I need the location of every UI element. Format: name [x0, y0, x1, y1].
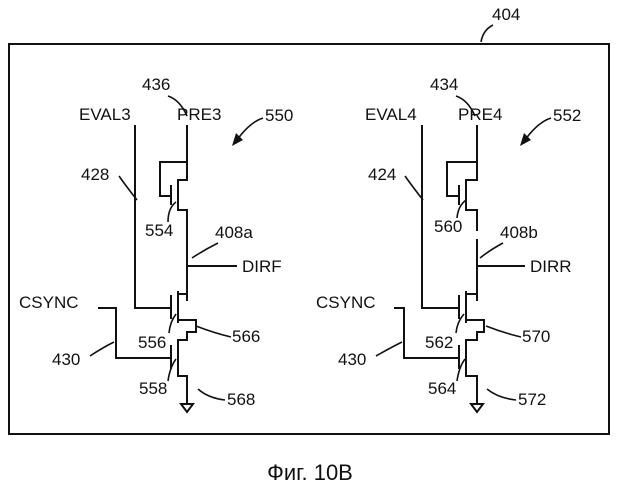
left-bottom-transistor	[171, 338, 187, 404]
right-csync-ref-leader	[376, 342, 402, 356]
right-eval-ref-leader	[405, 176, 423, 200]
left-node-leader	[192, 243, 218, 258]
frame-ref-leader	[481, 25, 493, 42]
left-node-ref: 408a	[215, 223, 253, 242]
left-middle-transistor-ref: 556	[138, 333, 166, 352]
left-cell-arrow	[237, 118, 263, 140]
right-cell: 434 PRE4 EVAL4 552 424 560 408b DIRR CSY…	[316, 75, 581, 412]
left-eval-ref: 428	[81, 165, 109, 184]
left-pre-signal: PRE3	[177, 105, 221, 124]
figure-caption: Фиг. 10B	[267, 460, 353, 485]
right-pre-ref: 434	[430, 75, 458, 94]
left-csync-signal: CSYNC	[19, 293, 79, 312]
right-top-transistor-ref: 560	[434, 217, 462, 236]
left-csync-ref-leader	[90, 342, 114, 356]
left-pre-ref: 436	[142, 75, 170, 94]
left-ground-leader	[198, 389, 225, 400]
left-middle-wire-leader	[196, 326, 231, 337]
right-output-signal: DIRR	[530, 257, 572, 276]
right-middle-wire-ref: 570	[522, 327, 550, 346]
right-node-leader	[480, 243, 503, 258]
left-eval-signal: EVAL3	[79, 105, 131, 124]
right-middle-wire-leader	[486, 326, 521, 337]
left-ground-symbol	[181, 404, 193, 412]
left-ground-ref: 568	[227, 390, 255, 409]
right-ground-ref: 572	[518, 390, 546, 409]
right-cell-ref: 552	[553, 106, 581, 125]
right-eval-ref: 424	[368, 165, 396, 184]
right-pre-signal: PRE4	[458, 105, 502, 124]
left-csync-ref: 430	[52, 350, 80, 369]
left-eval-line	[135, 126, 171, 308]
right-cell-arrow	[525, 118, 551, 140]
left-cell-ref: 550	[265, 106, 293, 125]
right-bottom-transistor	[459, 338, 477, 404]
right-csync-ref: 430	[338, 350, 366, 369]
left-bottom-transistor-ref: 558	[139, 379, 167, 398]
left-cell: 436 PRE3 EVAL3 550 428 554 408a DIRF CSY…	[19, 75, 293, 412]
right-ground-leader	[487, 389, 516, 400]
right-csync-signal: CSYNC	[316, 293, 376, 312]
right-eval-signal: EVAL4	[365, 105, 417, 124]
right-middle-transistor-ref: 562	[425, 333, 453, 352]
frame-ref-label: 404	[492, 5, 520, 24]
left-top-transistor-ref: 554	[145, 221, 173, 240]
right-ground-symbol	[471, 404, 483, 412]
left-middle-wire-ref: 566	[232, 327, 260, 346]
right-node-ref: 408b	[500, 223, 538, 242]
right-bottom-transistor-ref: 564	[428, 379, 456, 398]
left-output-signal: DIRF	[242, 257, 282, 276]
